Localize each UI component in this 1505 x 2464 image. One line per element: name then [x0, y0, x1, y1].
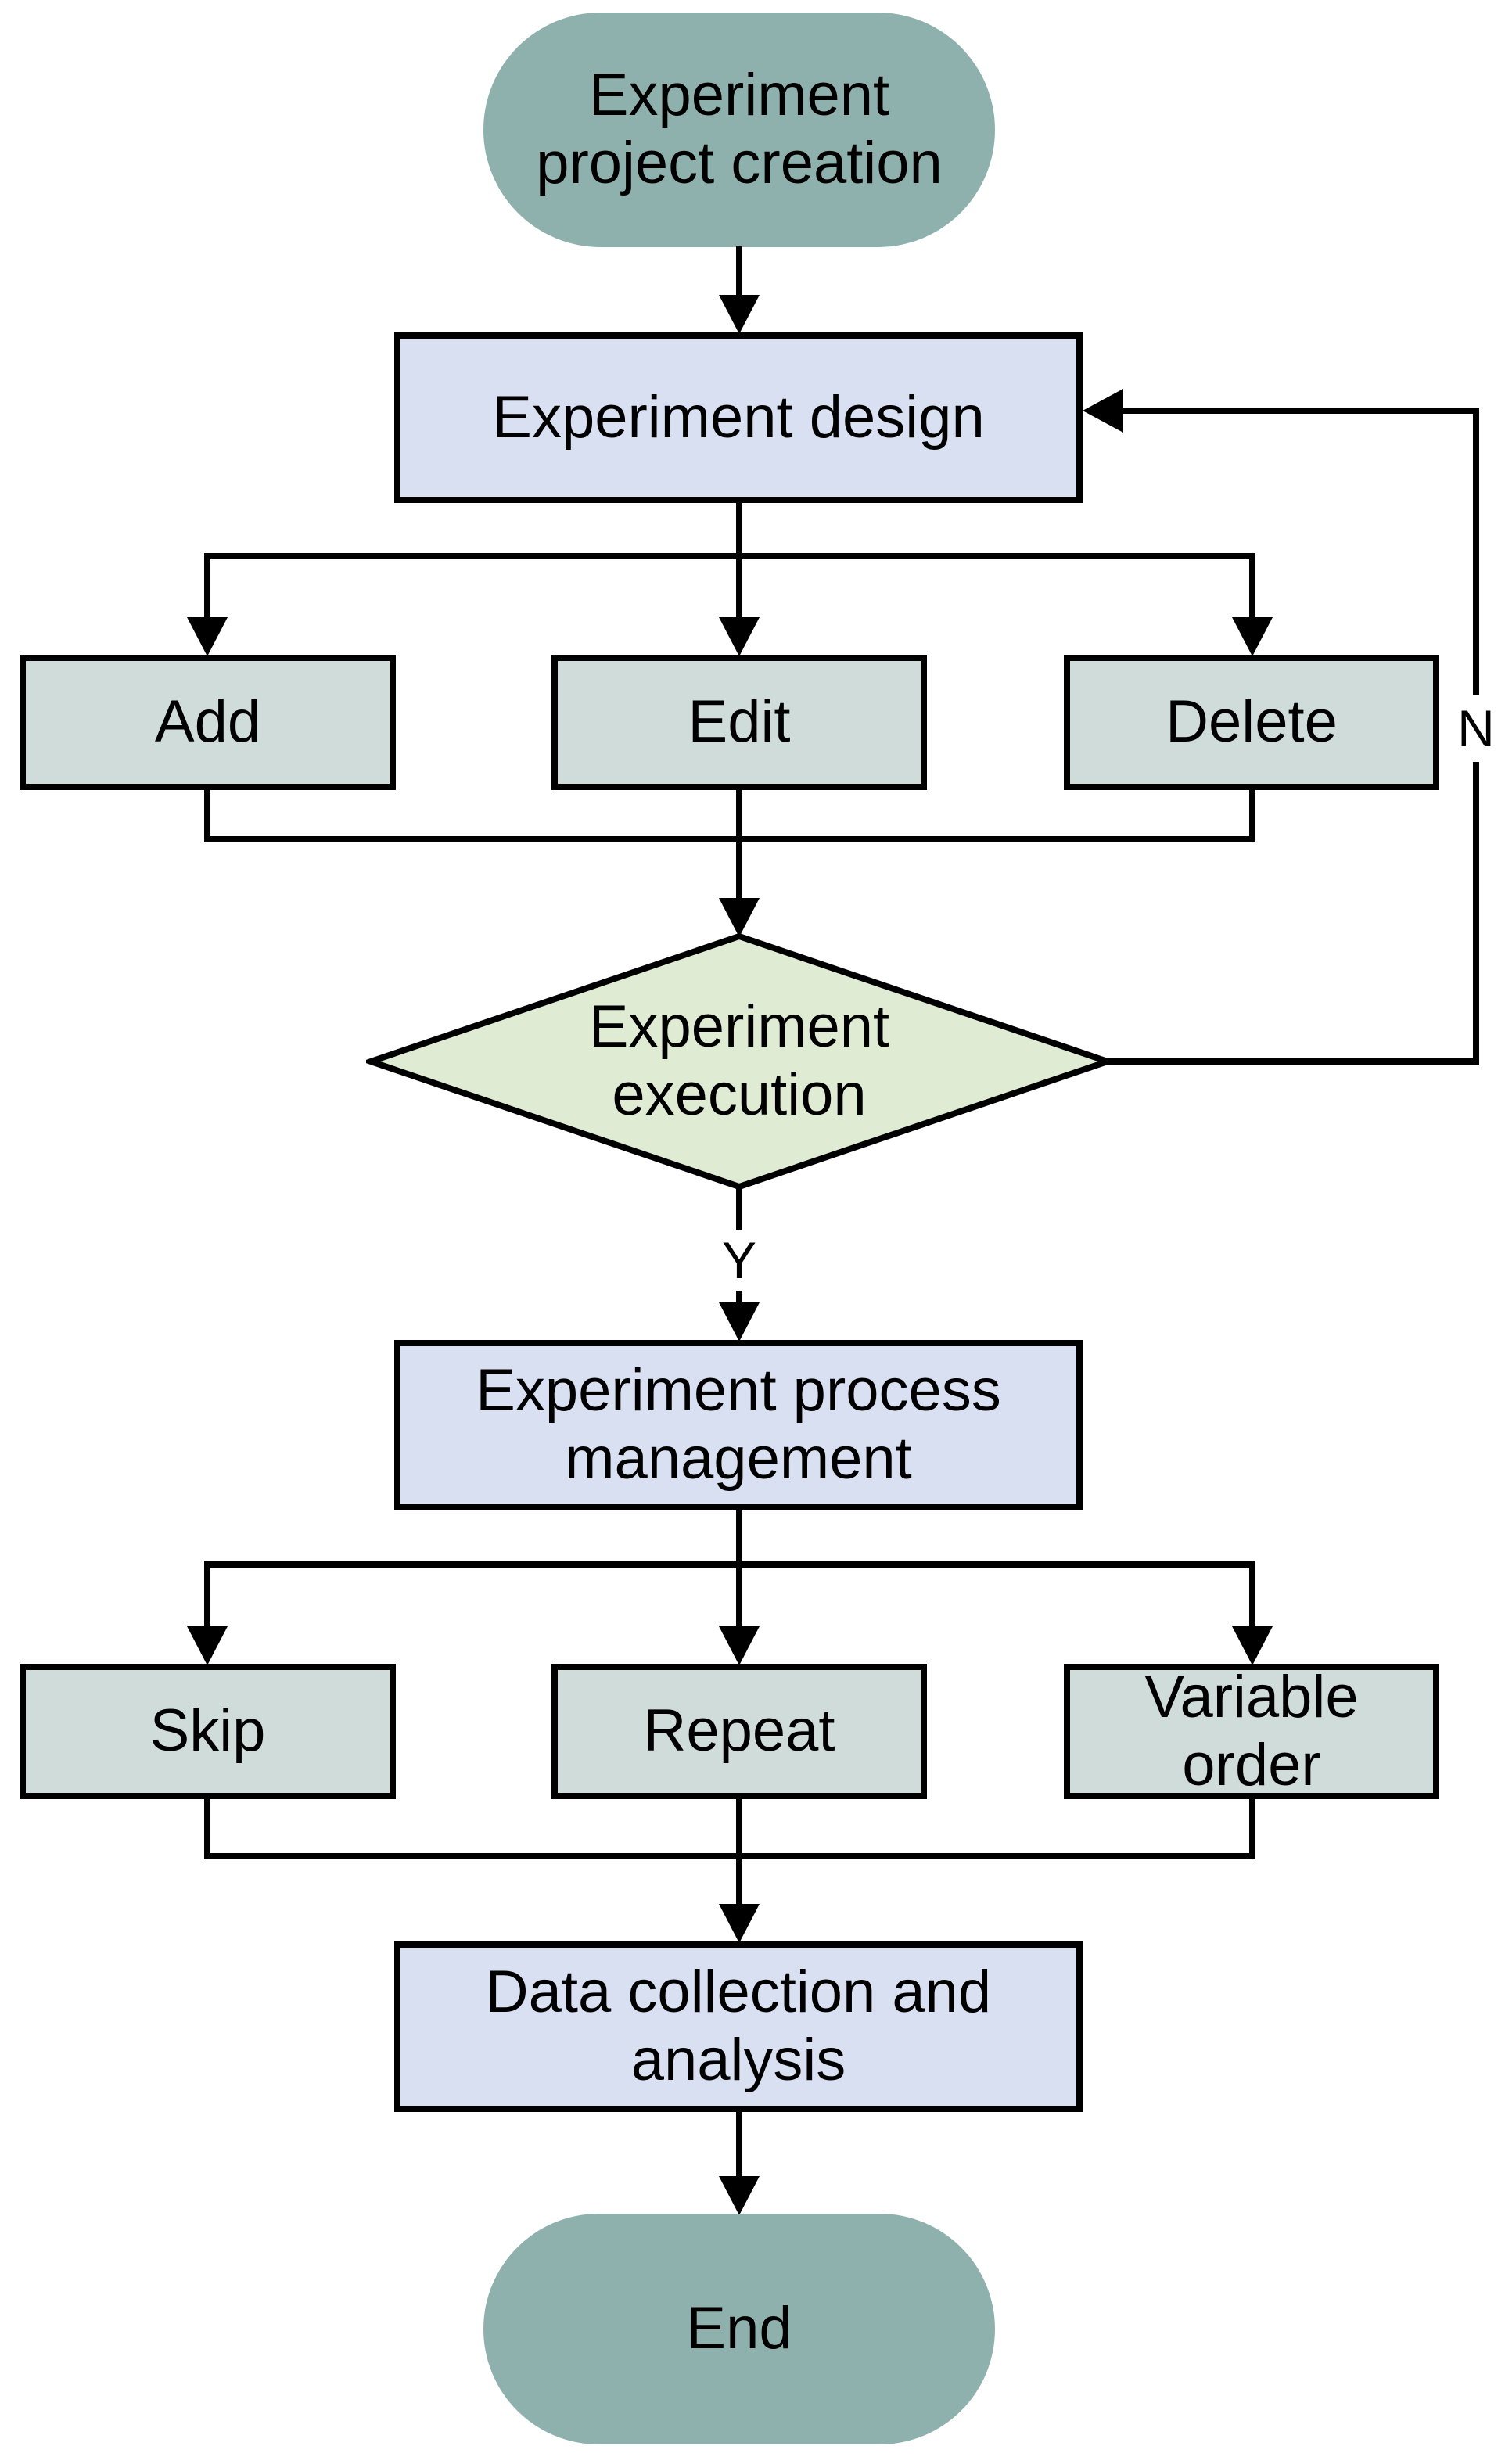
node-process-management: Experiment process management	[394, 1340, 1083, 1510]
connector-process-split-stem	[736, 1509, 742, 1568]
node-edit: Edit	[551, 655, 927, 790]
connector-add-down	[204, 788, 210, 842]
node-end-label: End	[686, 2295, 792, 2362]
connector-variable-order-down	[1249, 1798, 1255, 1859]
connector-skip-down	[204, 1798, 210, 1859]
connector-drop-skip	[204, 1561, 210, 1629]
connector-design-split-stem	[736, 501, 742, 558]
arrowhead-into-process	[719, 1302, 760, 1342]
node-variable-order-label-line2: order	[1182, 1731, 1321, 1798]
connector-drop-edit	[736, 553, 742, 620]
node-start: Experiment project creation	[483, 13, 995, 247]
node-experiment-design: Experiment design	[394, 332, 1083, 503]
connector-no-bottom	[1106, 1058, 1476, 1065]
node-execution-label: Experiment execution	[366, 932, 1112, 1191]
arrowhead-into-design-right	[1083, 389, 1123, 433]
node-add: Add	[20, 655, 396, 790]
node-delete-label: Delete	[1166, 688, 1338, 756]
arrowhead-into-edit	[719, 617, 760, 656]
connector-drop-delete	[1249, 553, 1255, 620]
node-delete: Delete	[1064, 655, 1439, 790]
branch-label-no: N	[1447, 695, 1505, 762]
connector-split-bar-bottom	[204, 1561, 1255, 1568]
arrowhead-into-repeat	[719, 1626, 760, 1665]
connector-edit-down	[736, 788, 742, 842]
connector-converge-bar-top	[204, 836, 1255, 842]
arrowhead-into-add	[187, 617, 228, 656]
node-variable-order: Variable order	[1064, 1664, 1439, 1799]
connector-data-end-line	[736, 2110, 742, 2179]
arrowhead-into-variable-order	[1232, 1626, 1273, 1665]
arrowhead-into-design	[719, 295, 760, 334]
connector-drop-repeat	[736, 1561, 742, 1629]
node-variable-order-label-line1: Variable	[1144, 1663, 1359, 1730]
node-data-label-line1: Data collection and	[485, 1959, 992, 2026]
connector-repeat-down	[736, 1798, 742, 1859]
arrowhead-into-skip	[187, 1626, 228, 1665]
node-repeat: Repeat	[551, 1664, 927, 1799]
node-design-label: Experiment design	[492, 383, 985, 451]
node-add-label: Add	[154, 688, 261, 756]
connector-no-top	[1122, 408, 1476, 414]
node-start-label-line2: project creation	[536, 130, 943, 196]
node-end: End	[483, 2214, 995, 2444]
connector-start-design-line	[736, 246, 742, 297]
connector-drop-variable-order	[1249, 1561, 1255, 1629]
node-start-label-line1: Experiment	[588, 62, 890, 129]
connector-drop-add	[204, 553, 210, 620]
node-edit-label: Edit	[688, 688, 791, 756]
arrowhead-into-data	[719, 1904, 760, 1943]
arrowhead-into-delete	[1232, 617, 1273, 656]
node-execution-label-line2: execution	[612, 1061, 867, 1128]
connector-converge-bar-bottom	[204, 1853, 1255, 1859]
node-skip: Skip	[20, 1664, 396, 1799]
connector-split-bar-top	[204, 553, 1255, 559]
arrowhead-into-end	[719, 2176, 760, 2215]
node-data-label-line2: analysis	[630, 2027, 846, 2093]
node-process-label-line2: management	[565, 1425, 912, 1492]
node-skip-label: Skip	[149, 1697, 266, 1765]
connector-delete-down	[1249, 788, 1255, 842]
connector-to-decision	[736, 836, 742, 901]
branch-label-yes: Y	[708, 1230, 770, 1291]
arrowhead-into-decision	[719, 898, 760, 937]
connector-to-data	[736, 1853, 742, 1907]
node-repeat-label: Repeat	[643, 1697, 835, 1765]
node-execution-label-line1: Experiment	[588, 993, 890, 1061]
node-data-collection: Data collection and analysis	[394, 1941, 1083, 2112]
node-process-label-line1: Experiment process	[476, 1357, 1001, 1424]
